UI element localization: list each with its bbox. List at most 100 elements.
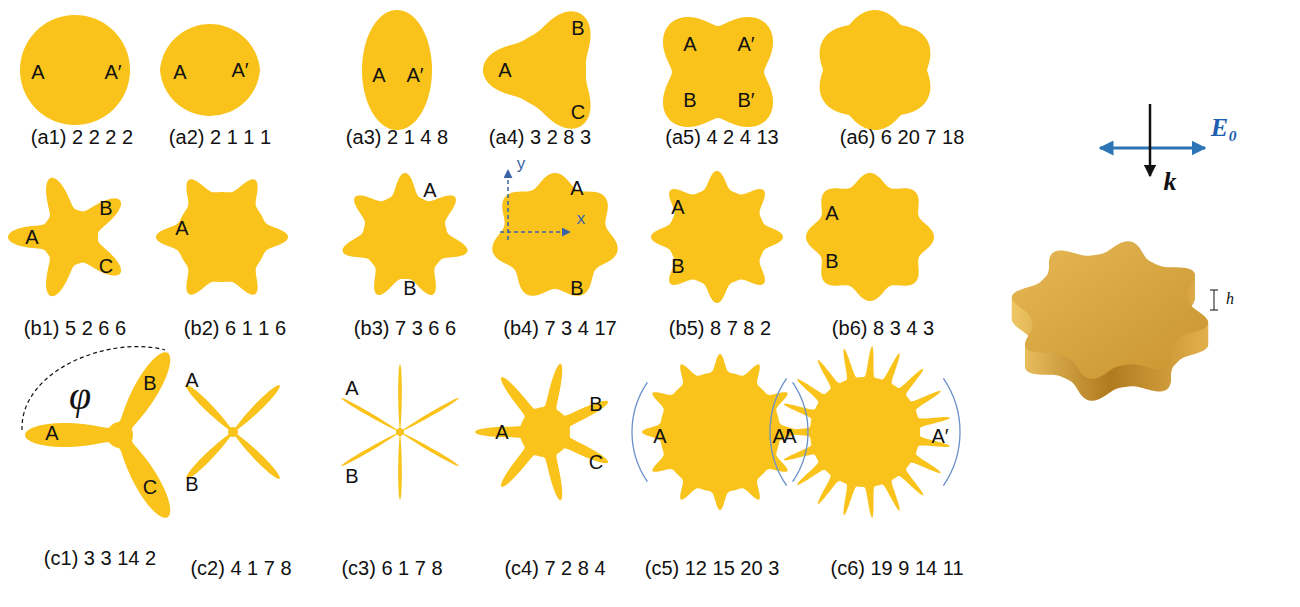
gold-nanoshape: ABC(c4) 7 2 8 4 <box>470 357 620 581</box>
gold-nanoshape: AA′(a2) 2 1 1 1 <box>151 11 275 150</box>
point-letter: B <box>671 255 684 277</box>
point-letter: C <box>99 255 113 277</box>
point-letter: A <box>175 217 188 239</box>
shape-caption: (c1) 3 3 14 2 <box>44 547 156 569</box>
shape-outline <box>774 341 968 581</box>
gold-nanoshape: AA′(a1) 2 2 2 2 <box>13 8 137 150</box>
axis-label: x <box>577 210 586 229</box>
thickness-label: h <box>1226 290 1234 308</box>
shape-fill <box>475 364 608 501</box>
prism-side <box>1012 262 1208 399</box>
point-letter: B <box>143 372 156 394</box>
prism-side <box>1012 248 1208 385</box>
shape-fill <box>343 173 468 295</box>
gold-nanoshape: A B (c3) 6 1 7 8 <box>327 359 473 581</box>
shape-outline <box>3 170 137 341</box>
point-letter: A <box>345 377 358 399</box>
gold-nanoshape: ABC(b1) 5 2 6 6 <box>3 170 137 341</box>
shape-caption: (a6) 6 20 7 18 <box>840 126 965 148</box>
point-letter: C <box>143 476 157 498</box>
shape-caption: (b6) 8 3 4 3 <box>832 317 934 339</box>
gold-nanoshape: (a6) 6 20 7 18 <box>810 5 968 150</box>
shape-fill <box>362 10 432 130</box>
shape-fill <box>642 354 798 510</box>
shape-caption: (b3) 7 3 6 6 <box>354 317 456 339</box>
prism-side <box>1012 245 1208 382</box>
shape-outline <box>151 166 293 341</box>
prism-side <box>1012 253 1208 390</box>
prism-side <box>1012 242 1208 379</box>
shape-outline <box>336 168 474 341</box>
gold-nanoshape: AA′(c5) 12 15 20 3 <box>637 349 803 581</box>
prism-top <box>1012 241 1208 378</box>
axis-arrow <box>500 231 570 233</box>
point-letter: B <box>345 465 358 487</box>
point-letter: A′ <box>406 64 423 86</box>
gold-nanoshape: A B (b6) 8 3 4 3 <box>801 168 939 341</box>
shape-caption: (c6) 19 9 14 11 <box>830 557 963 579</box>
prism-side <box>1012 257 1208 394</box>
angle-symbol: φ <box>69 374 91 418</box>
shape-fill <box>186 385 280 479</box>
point-letter: A′ <box>737 33 754 55</box>
point-letter: A′ <box>231 59 248 81</box>
shape-outline <box>801 168 939 341</box>
prism-side <box>1012 255 1208 392</box>
point-letter: B <box>570 277 583 299</box>
shape-fill <box>820 10 931 130</box>
shape-caption: (c3) 6 1 7 8 <box>341 557 442 579</box>
shape-fill <box>663 17 773 127</box>
envelope-arc <box>943 378 960 485</box>
prism-side <box>1012 254 1208 391</box>
point-letter: B′ <box>737 89 754 111</box>
shape-caption: (c2) 4 1 7 8 <box>190 557 291 579</box>
shape-caption: (a1) 2 2 2 2 <box>31 126 133 148</box>
gold-nanoshape: AB(b5) 8 7 8 2 <box>646 166 788 341</box>
shape-caption: (b1) 5 2 6 6 <box>24 317 126 339</box>
gold-nanoshape: AA′(a3) 2 1 4 8 <box>331 4 463 150</box>
point-letter: C <box>589 451 603 473</box>
gold-nanoshape: ABC(a4) 3 2 8 3 <box>478 0 618 150</box>
shape-fill <box>651 171 783 303</box>
prism-side <box>1012 246 1208 383</box>
point-letter: A <box>31 61 44 83</box>
prism-side <box>1012 263 1208 400</box>
point-letter: B <box>403 277 416 299</box>
prism-side <box>1012 259 1208 396</box>
point-letter: B <box>185 473 198 495</box>
shape-caption: (c4) 7 2 8 4 <box>504 557 605 579</box>
prism-side <box>1012 251 1208 388</box>
prism-side <box>1012 260 1208 397</box>
shape-caption: (a3) 2 1 4 8 <box>346 126 448 148</box>
field-arrow <box>1100 147 1205 150</box>
point-letter: B <box>571 17 584 39</box>
shape-fill <box>160 24 260 116</box>
prism-side <box>1012 249 1208 386</box>
shape-outline <box>637 349 803 581</box>
shape-caption: (a4) 3 2 8 3 <box>489 126 591 148</box>
point-letter: A <box>423 179 436 201</box>
gold-nanoshape: AA′BB′(a5) 4 2 4 13 <box>646 0 790 150</box>
wavevector-arrow <box>1149 104 1152 176</box>
point-letter: C <box>571 101 585 123</box>
shape-caption: (a2) 2 1 1 1 <box>169 126 271 148</box>
prism-side <box>1012 258 1208 395</box>
gold-nanoshape: AB(b4) 7 3 4 17 <box>486 168 624 341</box>
point-letter: B <box>825 250 838 272</box>
shape-caption: (c5) 12 15 20 3 <box>645 557 780 579</box>
shape-fill <box>341 364 459 500</box>
shape-fill <box>156 179 288 294</box>
gold-nanoshape: A(b2) 6 1 1 6 <box>151 166 293 341</box>
shape-fill <box>779 346 950 517</box>
thickness-bar <box>1210 310 1218 311</box>
shape-fill <box>492 173 617 296</box>
shape-fill <box>483 11 591 128</box>
point-letter: A <box>570 177 583 199</box>
prism-side <box>1012 247 1208 384</box>
shape-outline <box>486 168 624 341</box>
point-letter: A <box>653 425 666 447</box>
point-letter: A <box>45 422 58 444</box>
point-letter: A <box>825 202 838 224</box>
envelope-arc <box>793 382 808 481</box>
